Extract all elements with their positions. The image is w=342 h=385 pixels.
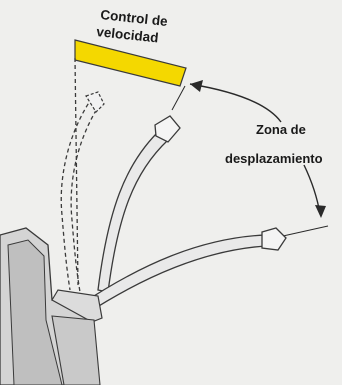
travel-zone-label-line2: desplazamiento: [225, 151, 323, 166]
console-lower-panel: [51, 315, 101, 385]
speed-control-label-line1: Control de: [100, 7, 169, 29]
lever-handle-extended: [261, 227, 287, 251]
arrowhead-top: [190, 80, 203, 92]
speed-control-label-line2: velocidad: [96, 24, 160, 45]
console-face: [7, 239, 63, 385]
lever-position-dashed-outer: [70, 103, 101, 293]
arrowhead-bottom: [315, 205, 326, 218]
travel-zone-arrow: [189, 83, 282, 123]
pointer-line-upper: [171, 85, 186, 111]
pointer-line-lower: [282, 225, 329, 237]
console-pivot-block: [51, 289, 103, 323]
speed-control-band: [74, 39, 187, 87]
lever-position-dashed: [60, 97, 93, 291]
lever-handle-dashed: [85, 91, 105, 113]
travel-zone-label-line1: Zona de: [256, 122, 306, 137]
lever-rest-dashed-axis: [74, 57, 79, 286]
lever-handle-mid: [154, 115, 181, 143]
